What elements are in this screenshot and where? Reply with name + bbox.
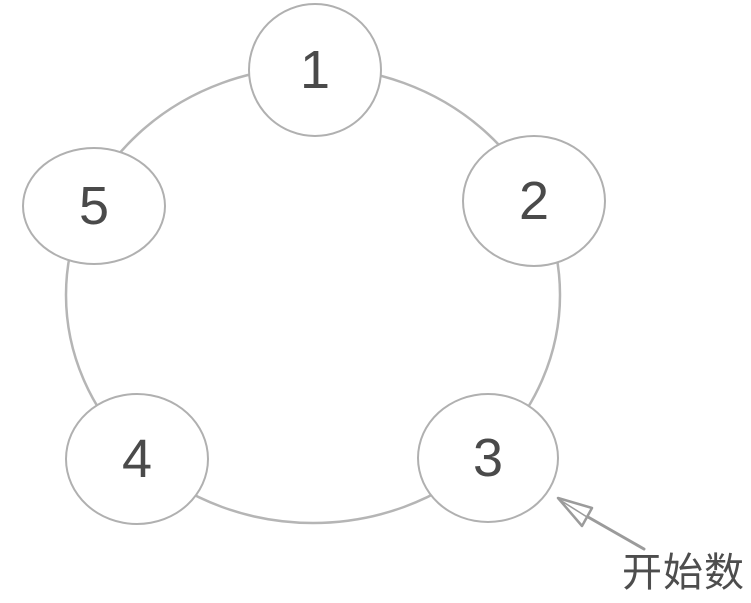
- annotation-arrowhead-fold: [559, 499, 588, 518]
- annotation-arrow-shaft: [586, 515, 646, 551]
- node-5-number: 5: [78, 176, 110, 236]
- node-4: 4: [65, 393, 209, 525]
- node-3-number: 3: [472, 428, 504, 488]
- node-1: 1: [248, 3, 382, 137]
- node-5: 5: [22, 147, 166, 265]
- node-1-number: 1: [299, 40, 331, 100]
- node-3: 3: [417, 393, 559, 523]
- node-4-number: 4: [121, 429, 153, 489]
- node-2: 2: [462, 135, 606, 267]
- node-2-number: 2: [518, 171, 550, 231]
- annotation-label: 开始数: [622, 551, 745, 595]
